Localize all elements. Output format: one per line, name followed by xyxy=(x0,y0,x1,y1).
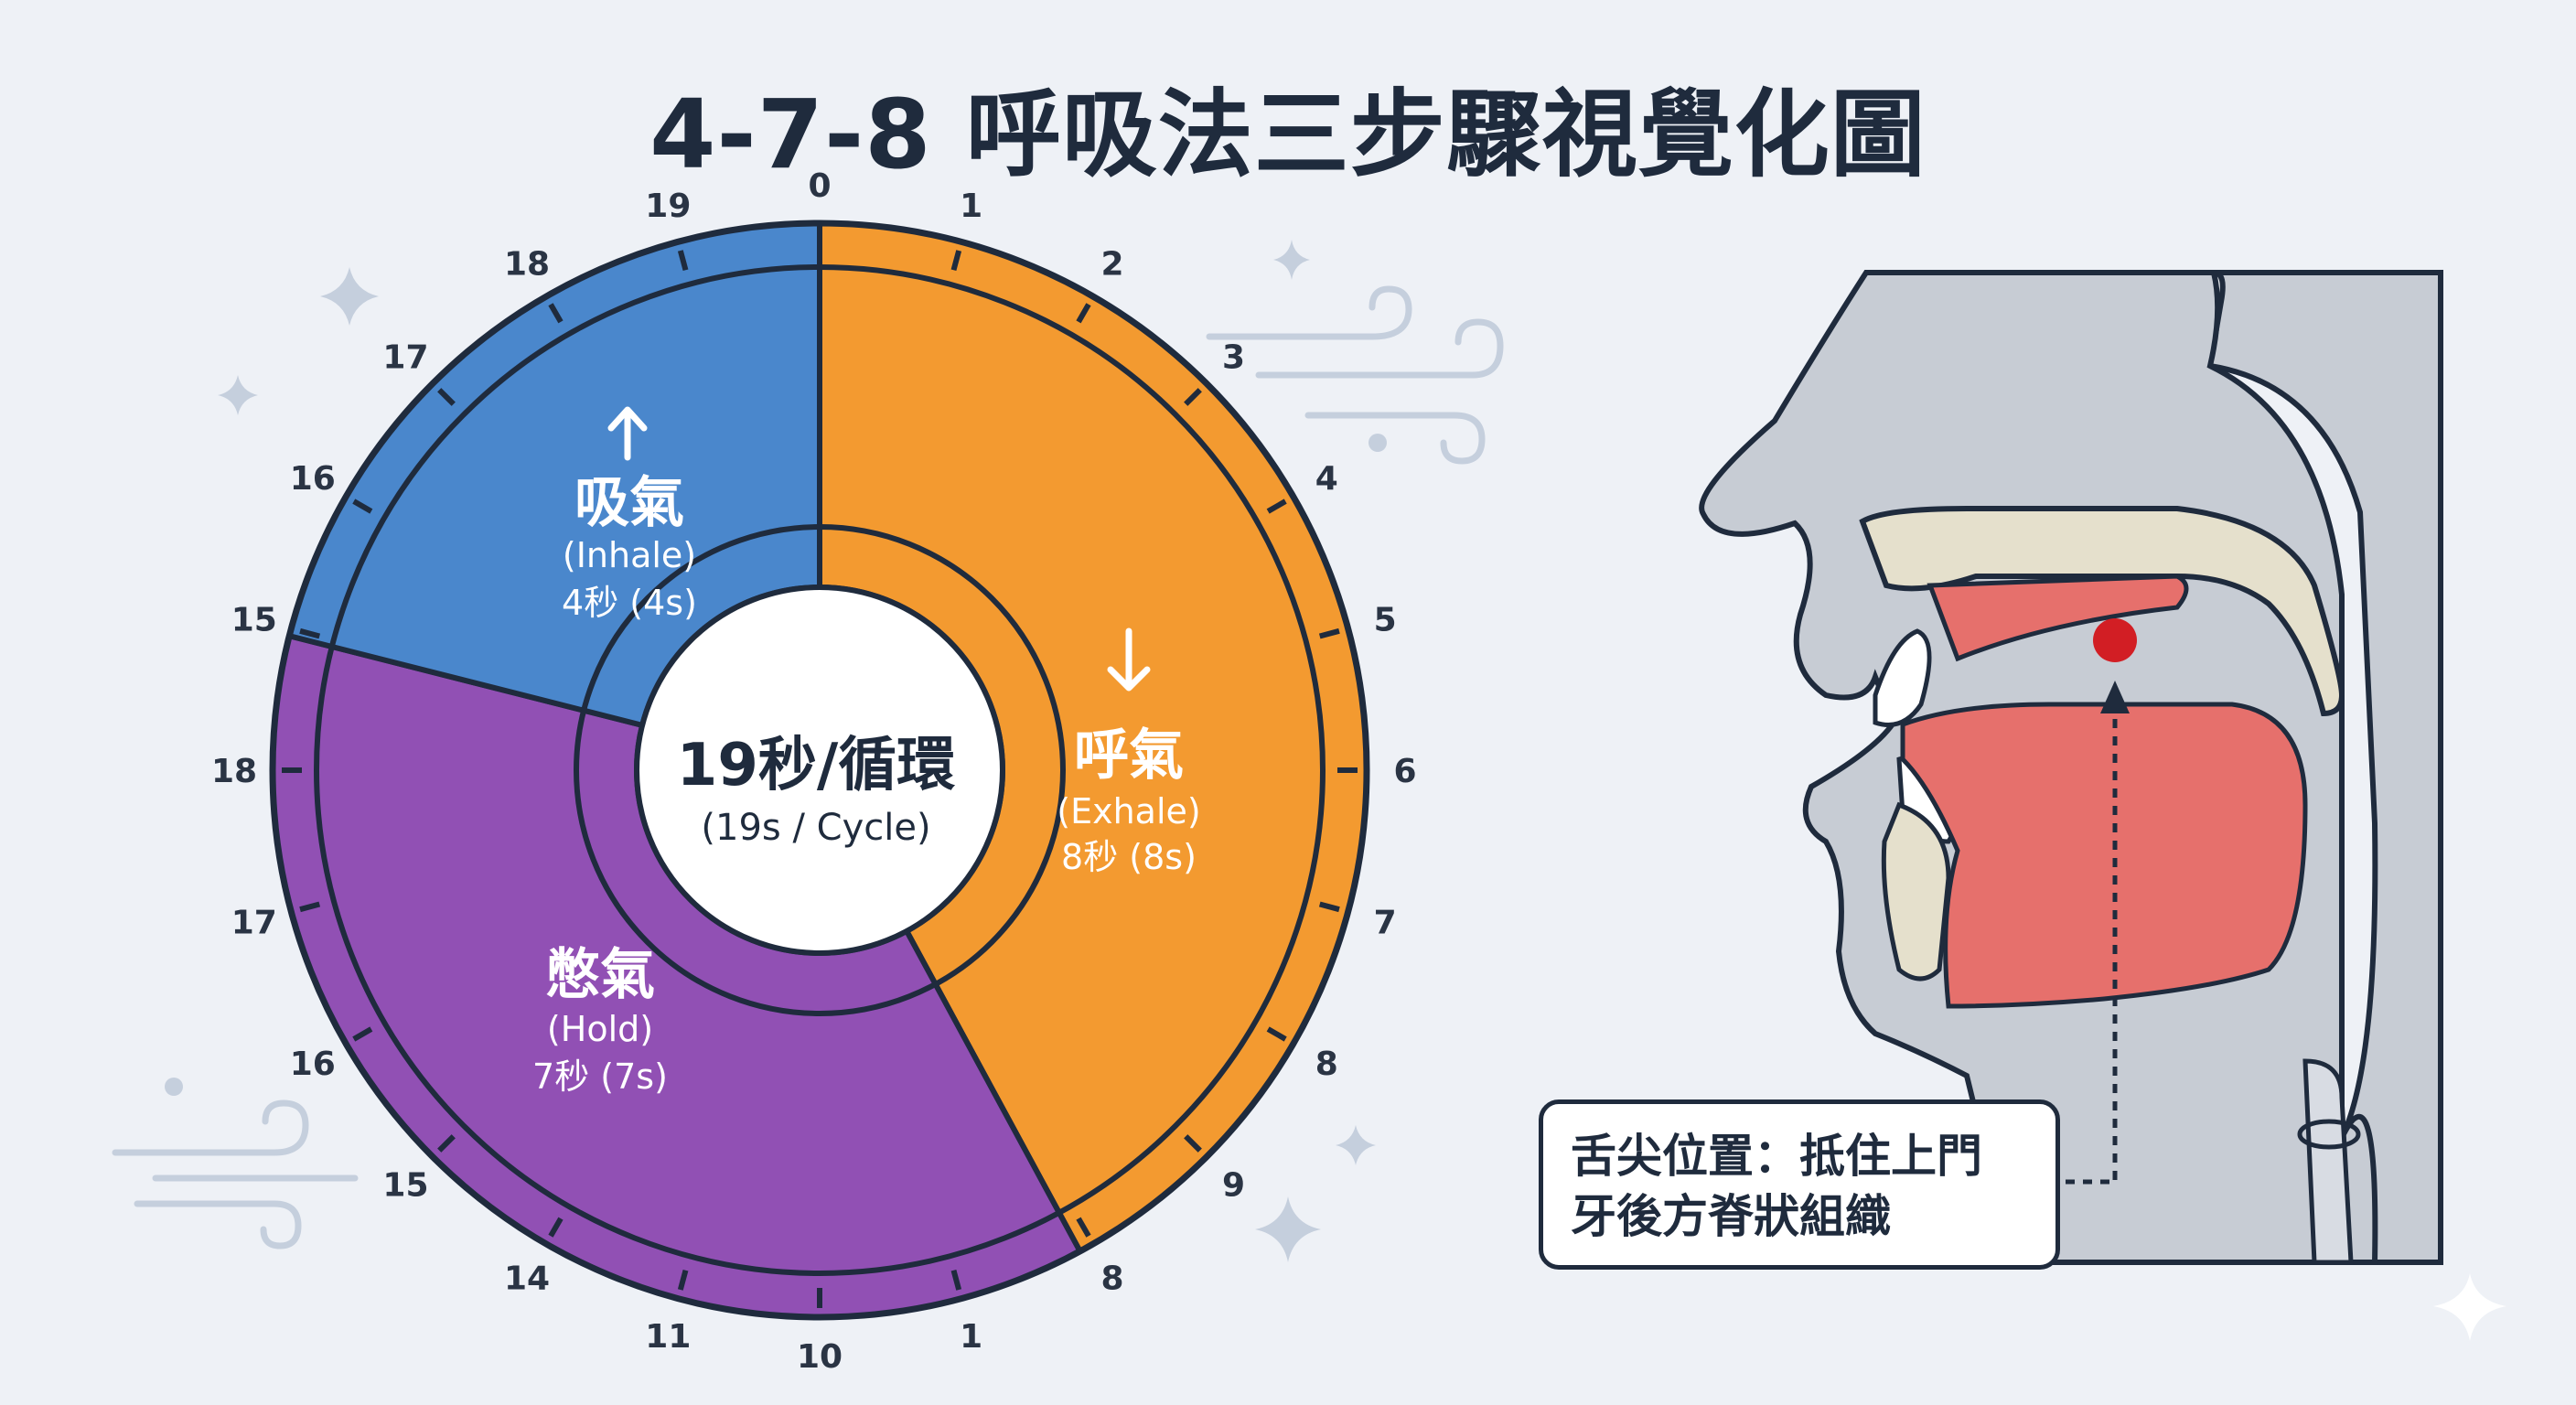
hold-label-en: (Hold) xyxy=(547,1009,653,1049)
tick-mark xyxy=(677,1269,689,1291)
wind-swirl-icon xyxy=(1206,285,1504,465)
tick-mark xyxy=(1076,303,1091,324)
pointer-arrow xyxy=(2066,695,2118,1185)
tick-mark xyxy=(950,1269,962,1291)
jaw-bone xyxy=(1881,801,1951,981)
tick-mark xyxy=(1184,388,1202,406)
tick-label: 16 xyxy=(290,1046,336,1083)
tick-label: 8 xyxy=(1315,1046,1338,1083)
dot-icon xyxy=(165,1078,183,1096)
tick-mark xyxy=(548,303,564,324)
tick-label: 7 xyxy=(1374,905,1397,942)
tick-mark xyxy=(1318,901,1340,913)
tick-mark xyxy=(1266,499,1287,514)
tick-mark xyxy=(1266,1026,1287,1042)
cycle-duration-title: 19秒/循環 xyxy=(677,732,955,799)
exhale-duration: 8秒 (8s) xyxy=(1061,837,1197,877)
tick-mark xyxy=(352,499,373,514)
down-arrow-icon xyxy=(1107,627,1151,692)
tick-label: 15 xyxy=(382,1167,428,1205)
tick-mark xyxy=(548,1217,564,1238)
tick-label: 10 xyxy=(797,1338,843,1376)
outer-ring xyxy=(269,220,1370,1321)
tick-label: 17 xyxy=(382,338,428,376)
airway xyxy=(2302,1058,2354,1265)
callout-line-1: 舌尖位置：抵住上門 xyxy=(1571,1130,1982,1183)
breathing-cycle-wheel: 0 1 2 3 4 5 6 7 8 9 8 1 10 11 14 15 16 17 18 15 16 17 18 19 19秒… xyxy=(211,167,1417,1376)
tick-label: 16 xyxy=(290,460,336,498)
tick-label: 14 xyxy=(504,1260,550,1297)
hold-duration: 7秒 (7s) xyxy=(532,1056,668,1097)
sparkle-icon xyxy=(1273,240,1310,280)
up-arrow-icon xyxy=(607,406,648,461)
sparkle-icon xyxy=(2433,1273,2506,1341)
tick-label: 0 xyxy=(808,167,831,205)
inhale-label-en: (Inhale) xyxy=(563,535,696,575)
tick-label: 17 xyxy=(231,905,277,942)
tick-label: 11 xyxy=(645,1318,691,1356)
inhale-duration: 4秒 (4s) xyxy=(562,583,697,623)
tick-label: 19 xyxy=(645,188,691,225)
wind-swirl-icon xyxy=(112,1099,359,1249)
exhale-label-en: (Exhale) xyxy=(1057,791,1200,831)
tick-mark xyxy=(677,250,689,272)
tick-mark xyxy=(1184,1134,1202,1153)
cycle-duration-subtitle: (19s / Cycle) xyxy=(701,807,930,849)
arrow-head-icon xyxy=(2100,681,2130,713)
tick-label: 5 xyxy=(1374,601,1397,638)
tongue xyxy=(1900,702,2308,1009)
decorative-sparkles xyxy=(165,240,2506,1341)
page-title: 4-7-8 呼吸法三步驟視覺化圖 xyxy=(649,79,1927,190)
tick-mark xyxy=(299,901,321,913)
ring-divider xyxy=(314,264,1326,1276)
tongue-position-callout: 舌尖位置：抵住上門 牙後方脊狀組織 xyxy=(1539,1099,2060,1270)
sparkle-icon xyxy=(1255,1196,1321,1262)
tick-label: 18 xyxy=(504,246,550,284)
tick-mark xyxy=(299,627,321,639)
tick-mark xyxy=(1076,1217,1091,1238)
center-disc xyxy=(634,585,1005,956)
head-profile-tissue xyxy=(1866,270,2443,1265)
tick-label: 4 xyxy=(1315,460,1338,498)
dot-icon xyxy=(1368,434,1387,452)
tongue-target-marker xyxy=(2093,618,2137,662)
tick-mark xyxy=(437,388,456,406)
hold-label: 憋氣 xyxy=(545,943,655,1007)
gum-tissue xyxy=(1927,574,2189,662)
tick-label: 1 xyxy=(960,1318,982,1356)
tick-mark xyxy=(1318,627,1340,639)
upper-teeth xyxy=(1873,628,1932,727)
callout-line-2: 牙後方脊狀組織 xyxy=(1571,1190,1891,1243)
tick-mark xyxy=(950,250,962,272)
larynx-ring xyxy=(2297,1119,2361,1150)
sparkle-icon xyxy=(218,375,258,415)
tick-label: 8 xyxy=(1100,1260,1123,1297)
head-cross-section xyxy=(1699,270,2443,1265)
tick-label: 15 xyxy=(231,601,277,638)
tick-label: 1 xyxy=(960,188,982,225)
sparkle-icon xyxy=(320,267,379,326)
tick-label: 3 xyxy=(1222,338,1245,376)
exhale-label: 呼氣 xyxy=(1074,724,1184,788)
tick-label: 9 xyxy=(1222,1167,1245,1205)
tick-label: 2 xyxy=(1100,246,1123,284)
inner-ring xyxy=(574,524,1066,1016)
tick-label: 18 xyxy=(211,753,257,790)
sparkle-icon xyxy=(1336,1125,1376,1165)
tick-mark xyxy=(437,1134,456,1153)
tick-mark xyxy=(352,1026,373,1042)
inhale-label: 吸氣 xyxy=(574,471,684,535)
tick-label: 6 xyxy=(1393,753,1416,790)
